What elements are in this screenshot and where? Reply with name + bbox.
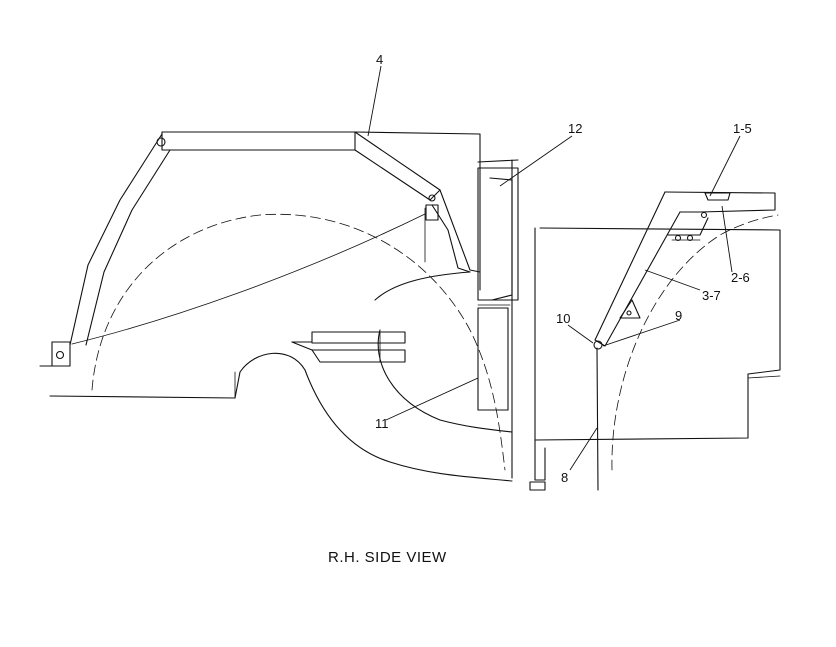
front-bow-frame xyxy=(593,191,776,491)
view-caption: R.H. SIDE VIEW xyxy=(328,549,447,566)
callout-10: 10 xyxy=(556,311,570,326)
callout-11: 11 xyxy=(375,416,389,431)
top-bow-frame-4 xyxy=(51,131,481,367)
hinge-bracket xyxy=(291,331,406,363)
side-panel-11-12 xyxy=(477,159,519,479)
front-body-outline xyxy=(529,214,781,491)
callout-1-5: 1-5 xyxy=(733,121,752,136)
callout-9: 9 xyxy=(675,308,682,323)
callout-3-7: 3-7 xyxy=(702,288,721,303)
callout-2-6: 2-6 xyxy=(731,270,750,285)
callout-12: 12 xyxy=(568,121,582,136)
callout-labels: 4 12 1-5 2-6 3-7 10 9 11 8 xyxy=(375,52,752,485)
callout-4: 4 xyxy=(376,52,383,67)
callout-8: 8 xyxy=(561,470,568,485)
rear-fender-outline xyxy=(39,213,513,482)
leader-lines xyxy=(367,65,741,471)
